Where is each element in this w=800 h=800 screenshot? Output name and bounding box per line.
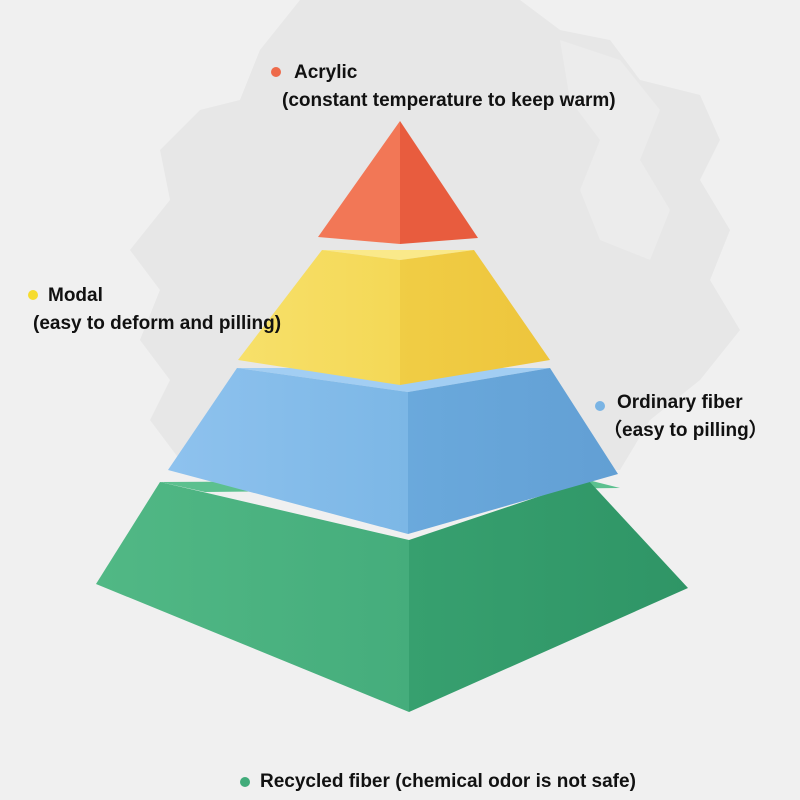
label-recycled-fiber: Recycled fiber (chemical odor is not saf… xyxy=(260,768,636,796)
tier-recycled-right-face xyxy=(409,480,688,712)
tier-ordinary-fiber xyxy=(168,368,618,534)
tier-acrylic-left-face xyxy=(318,121,400,244)
recycled-name: Recycled fiber xyxy=(260,771,390,792)
tier-modal-top-face xyxy=(322,250,474,260)
tier-modal-left-face xyxy=(238,250,400,385)
tier-acrylic xyxy=(318,121,478,244)
acrylic-description: (constant temperature to keep warm) xyxy=(282,90,616,111)
tier-recycled-left-face xyxy=(96,482,409,712)
acrylic-dot-icon xyxy=(271,67,281,77)
label-modal: Modal (easy to deform and pilling) xyxy=(33,282,281,338)
ordinary-dot-icon xyxy=(595,401,605,411)
label-ordinary-fiber: Ordinary fiber （easy to pilling） xyxy=(603,389,768,445)
map-shape xyxy=(560,40,670,260)
ordinary-name: Ordinary fiber xyxy=(617,392,743,413)
label-acrylic: Acrylic (constant temperature to keep wa… xyxy=(282,59,616,115)
modal-dot-icon xyxy=(28,290,38,300)
tier-modal-right-face xyxy=(400,250,550,385)
ordinary-description: （easy to pilling） xyxy=(603,420,768,441)
tier-acrylic-right-face xyxy=(400,121,478,244)
modal-name: Modal xyxy=(48,285,103,306)
tier-ordinary-right-face xyxy=(408,368,618,534)
tier-modal xyxy=(238,250,550,385)
recycled-dot-icon xyxy=(240,777,250,787)
acrylic-name: Acrylic xyxy=(294,62,358,83)
tier-ordinary-left-face xyxy=(168,368,408,534)
recycled-description: (chemical odor is not safe) xyxy=(395,771,636,792)
modal-description: (easy to deform and pilling) xyxy=(33,313,282,334)
